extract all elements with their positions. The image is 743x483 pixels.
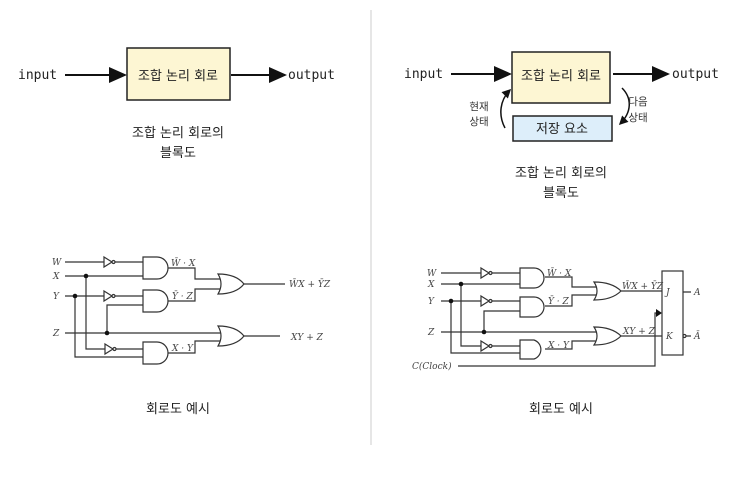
caption: 조합 논리 회로의 xyxy=(515,166,607,181)
wires xyxy=(65,261,285,358)
storage-element-box xyxy=(512,115,613,142)
input-w: W xyxy=(52,258,62,268)
a-output-label: A xyxy=(693,288,701,298)
input-y: Y xyxy=(428,297,435,307)
combinational-logic-label: 조합 논리 회로 xyxy=(521,69,601,84)
current-state-arrow xyxy=(500,88,512,129)
next-state-label: 상태 xyxy=(628,112,647,124)
input-z: Z xyxy=(427,328,435,338)
or-gate xyxy=(216,273,245,295)
caption: 회로도 예시 xyxy=(146,402,210,417)
right-block-diagram: input 조합 논리 회로 output 저장 요소 현재 상태 다음 상태 … xyxy=(404,51,719,201)
input-x: X xyxy=(427,280,435,290)
or-gate xyxy=(592,281,622,301)
and-gate xyxy=(142,341,169,365)
and-label: X · Y xyxy=(547,341,570,351)
and-gate xyxy=(142,289,169,313)
input-label: input xyxy=(404,67,443,82)
not-gate xyxy=(103,255,116,269)
caption: 블록도 xyxy=(543,186,579,201)
output-label: output xyxy=(672,67,719,82)
jk-flip-flop xyxy=(661,270,684,356)
not-gate xyxy=(480,339,493,353)
output-label: output xyxy=(288,68,335,83)
combinational-logic-box xyxy=(126,47,231,101)
caption: 회로도 예시 xyxy=(529,402,593,417)
and-gate xyxy=(519,267,545,289)
current-state-label: 현재 xyxy=(469,101,488,113)
input-label: input xyxy=(18,68,57,83)
input-y: Y xyxy=(53,292,60,302)
input-x: X xyxy=(52,272,60,282)
or-gate xyxy=(216,325,245,347)
storage-element-label: 저장 요소 xyxy=(536,122,588,137)
and-label: X · Y xyxy=(171,344,194,354)
next-state-label: 다음 xyxy=(628,96,648,108)
caption: 조합 논리 회로의 xyxy=(132,126,224,141)
j-input-label: J xyxy=(664,288,671,298)
and-gate xyxy=(519,339,542,360)
or-gate xyxy=(592,326,622,346)
a-bar-output-label: Ā xyxy=(693,330,701,342)
combinational-logic-label: 조합 논리 회로 xyxy=(138,69,218,84)
next-state-arrow xyxy=(618,87,630,126)
output-label: XY + Z xyxy=(290,333,324,343)
and-label: W̄ · X xyxy=(547,267,572,279)
not-gate xyxy=(103,289,116,303)
and-label: Ȳ · Z xyxy=(172,290,194,302)
not-gate xyxy=(480,266,493,280)
input-z: Z xyxy=(52,329,60,339)
or-label: W̄X + ȲZ xyxy=(622,280,664,292)
input-w: W xyxy=(427,269,437,279)
output-label: W̄X + ȲZ xyxy=(289,278,331,290)
clock-label: C(Clock) xyxy=(412,361,452,372)
and-label: Ȳ · Z xyxy=(548,295,570,307)
or-label: XY + Z xyxy=(622,327,656,337)
caption: 블록도 xyxy=(160,146,196,161)
k-input-label: K xyxy=(665,332,674,342)
current-state-label: 상태 xyxy=(469,116,488,128)
combinational-logic-box xyxy=(511,51,611,104)
and-gate xyxy=(142,256,169,280)
and-gate xyxy=(519,296,545,318)
not-gate xyxy=(480,294,493,308)
left-circuit: W X Y Z W̄ · X Ȳ · Z X · Y W̄X + xyxy=(52,255,331,417)
and-label: W̄ · X xyxy=(171,257,196,269)
left-block-diagram: input 조합 논리 회로 output 조합 논리 회로의 블록도 xyxy=(18,47,335,161)
not-gate xyxy=(104,342,117,356)
right-circuit: W X Y Z C(Clock) xyxy=(412,266,701,417)
